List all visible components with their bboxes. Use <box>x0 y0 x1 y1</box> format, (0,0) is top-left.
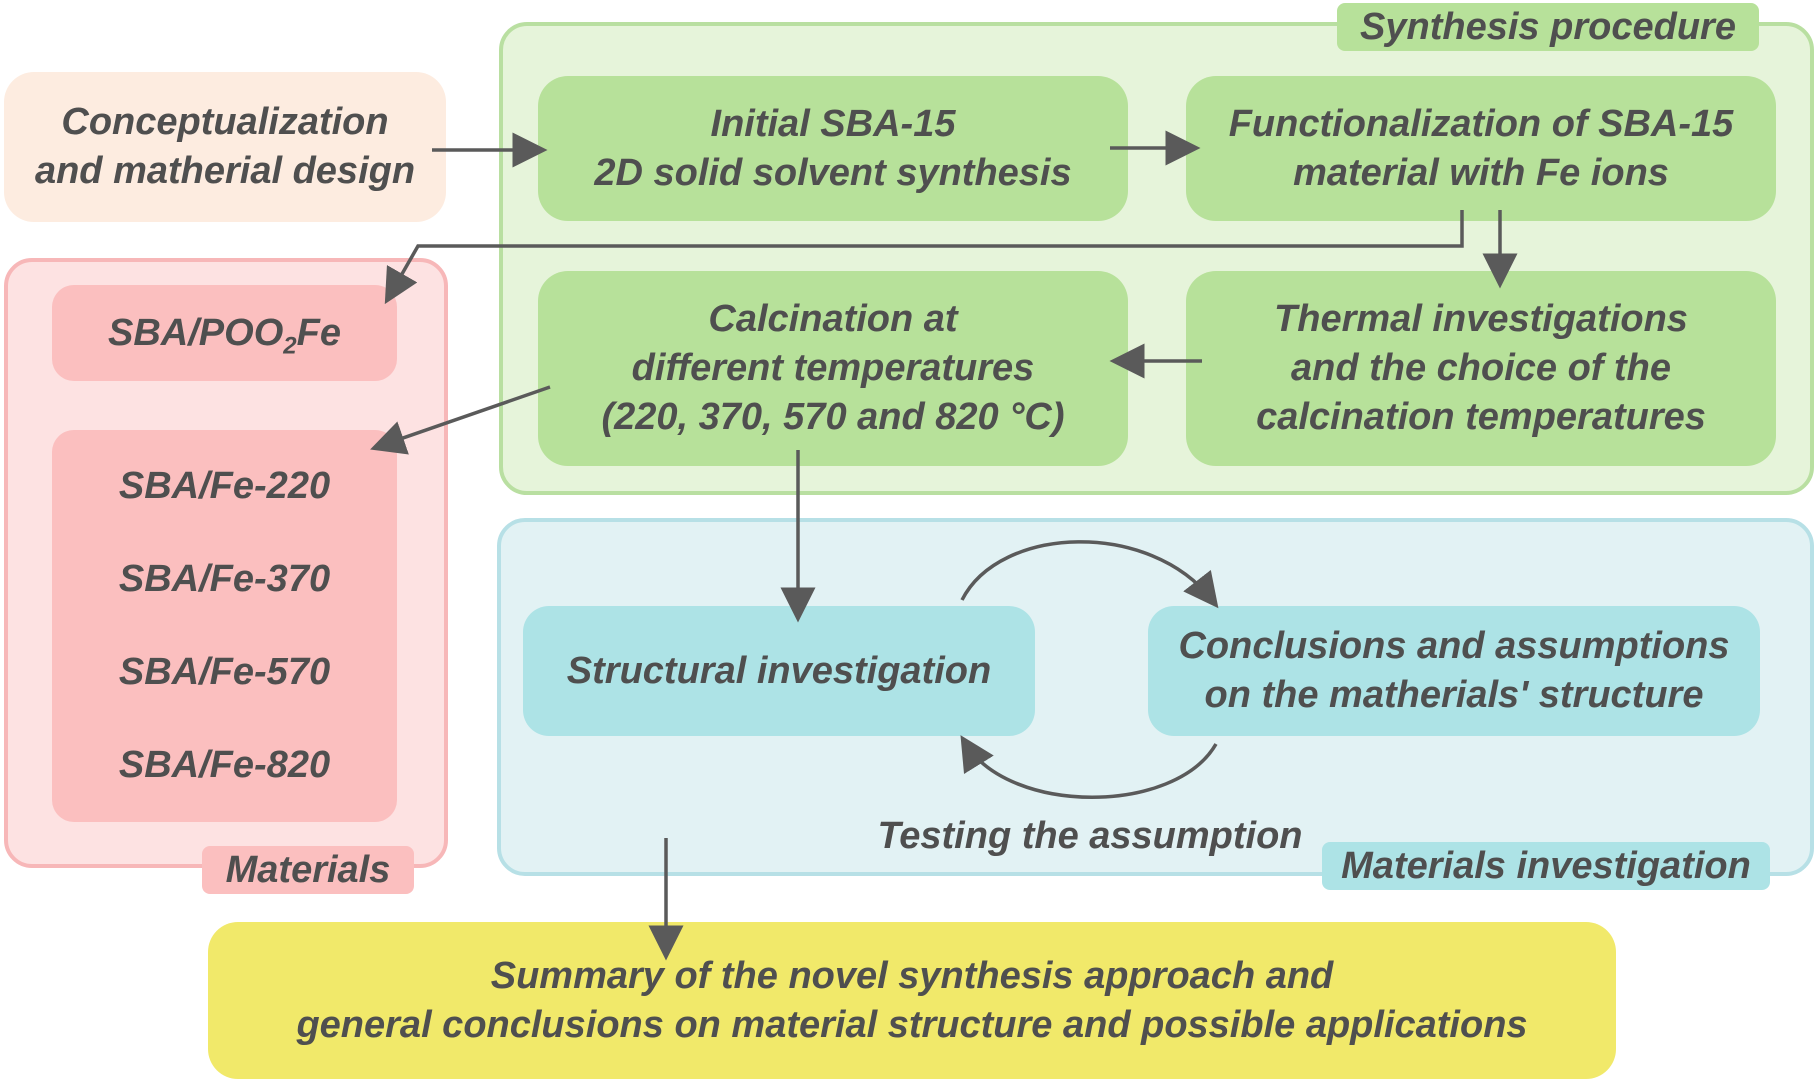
initial-synthesis-text: Initial SBA-15 2D solid solvent synthesi… <box>594 102 1072 194</box>
thermal-investigations-text: Thermal investigations and the choice of… <box>1256 298 1706 438</box>
material-fe-220: SBA/Fe-220 <box>118 465 331 507</box>
conceptualization-box: Conceptualization and matherial design <box>4 72 446 222</box>
synthesis-procedure-tag: Synthesis procedure <box>1337 3 1759 51</box>
summary-text: Summary of the novel synthesis approach … <box>296 954 1528 1046</box>
calcination-box: Calcination at different temperatures (2… <box>538 271 1128 466</box>
thermal-investigations-box: Thermal investigations and the choice of… <box>1186 271 1776 466</box>
conceptualization-text: Conceptualization and matherial design <box>34 101 416 192</box>
material-poo2fe-suffix: Fe <box>296 311 341 354</box>
arrow-structural-to-conclusions <box>960 540 1219 609</box>
material-fe-570: SBA/Fe-570 <box>118 651 331 693</box>
structural-investigation-text: Structural investigation <box>566 649 992 692</box>
conclusions-box: Conclusions and assumptions on the mathe… <box>1148 606 1760 736</box>
material-poo2fe-subscript: 2 <box>283 332 297 360</box>
conclusions-text: Conclusions and assumptions on the mathe… <box>1178 625 1730 716</box>
structural-investigation-box: Structural investigation <box>523 606 1035 736</box>
material-fe-370: SBA/Fe-370 <box>118 558 331 600</box>
arrow-calcination-to-materials <box>370 385 551 455</box>
material-poo2fe-label: SBA/POO2Fe <box>108 309 341 358</box>
material-fe-list-box: SBA/Fe-220 SBA/Fe-370 SBA/Fe-570 SBA/Fe-… <box>52 430 397 822</box>
testing-assumption-label: Testing the assumption <box>877 815 1303 857</box>
arrow-functionalization-to-poo2fe <box>384 210 1464 305</box>
arrow-testing-assumption-loop <box>960 735 1218 799</box>
materials-investigation-tag: Materials investigation <box>1322 842 1770 890</box>
material-poo2fe-box: SBA/POO2Fe <box>52 285 397 381</box>
summary-box: Summary of the novel synthesis approach … <box>208 922 1616 1079</box>
functionalization-text: Functionalization of SBA-15 material wit… <box>1228 102 1734 194</box>
initial-synthesis-box: Initial SBA-15 2D solid solvent synthesi… <box>538 76 1128 221</box>
materials-tag: Materials <box>202 846 414 894</box>
functionalization-box: Functionalization of SBA-15 material wit… <box>1186 76 1776 221</box>
calcination-text: Calcination at different temperatures (2… <box>601 298 1065 438</box>
material-fe-820: SBA/Fe-820 <box>118 744 331 786</box>
material-poo2fe-prefix: SBA/POO <box>108 311 284 354</box>
